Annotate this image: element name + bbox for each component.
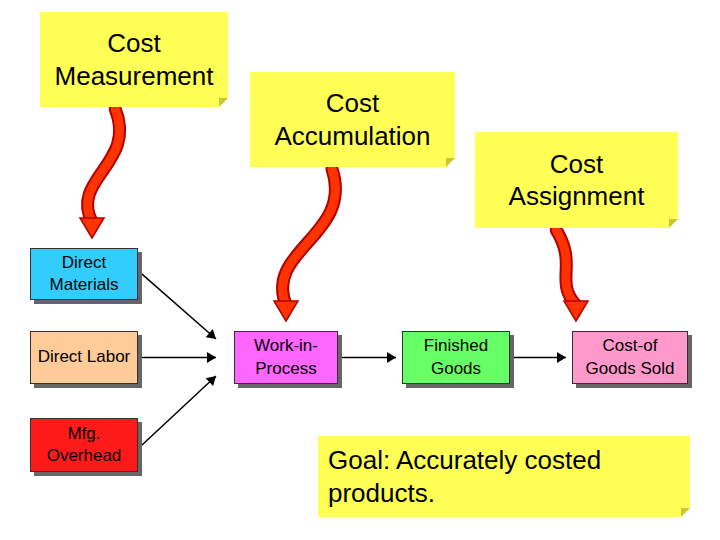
connector: [514, 352, 566, 363]
flow-line: [142, 376, 216, 445]
inventory-box: Work-in-Process: [234, 331, 338, 384]
node-label: Mfg. Overhead: [36, 423, 132, 467]
arrow-head: [387, 352, 396, 363]
swoosh-outline: [88, 109, 120, 222]
node-label: Direct Labor: [38, 346, 131, 368]
swoosh-body: [556, 230, 576, 305]
node-label: Work-in-Process: [240, 335, 332, 379]
text-group: Cost Assignment: [489, 148, 664, 213]
node-label: Direct Materials: [36, 252, 132, 296]
connector: [274, 169, 335, 321]
stage-note: Cost Assignment: [475, 132, 678, 228]
arrow-head: [80, 218, 104, 238]
connector: [142, 376, 216, 445]
node-label: Goal: Accurately costed products.: [328, 444, 680, 509]
connector: [342, 352, 396, 363]
text-group: Finished Goods: [408, 335, 504, 379]
stage-note: Cost Measurement: [40, 12, 228, 107]
swoosh-body: [283, 169, 336, 305]
text-group: Direct Labor: [38, 346, 131, 368]
expense-box: Cost-of Goods Sold: [572, 331, 688, 384]
node-label: Cost Assignment: [489, 148, 664, 213]
flow-line: [142, 274, 216, 339]
text-group: Cost-of Goods Sold: [578, 335, 682, 379]
arrow-head: [274, 301, 298, 321]
goal-note: Goal: Accurately costed products.: [318, 436, 690, 517]
flow-line: [142, 357, 216, 359]
connector: [142, 274, 216, 339]
cost-box: Direct Labor: [30, 331, 138, 384]
cost-box: Direct Materials: [30, 248, 138, 300]
arrow-head: [564, 301, 588, 321]
text-group: Work-in-Process: [240, 335, 332, 379]
arrow-head: [206, 376, 216, 386]
node-label: Cost-of Goods Sold: [578, 335, 682, 379]
text-group: Goal: Accurately costed products.: [328, 444, 680, 509]
arrow-head: [557, 352, 566, 363]
swoosh-body: [88, 109, 120, 222]
text-group: Cost Measurement: [54, 27, 214, 92]
connector: [556, 230, 588, 321]
arrow-head: [206, 329, 216, 339]
connector: [80, 109, 120, 238]
inventory-box: Finished Goods: [402, 331, 510, 384]
node-label: Finished Goods: [408, 335, 504, 379]
text-group: Direct Materials: [36, 252, 132, 296]
text-group: Mfg. Overhead: [36, 423, 132, 467]
cost-box: Mfg. Overhead: [30, 418, 138, 472]
connector: [142, 352, 216, 363]
arrow-head: [207, 352, 216, 363]
node-label: Cost Accumulation: [264, 87, 441, 152]
swoosh-outline: [283, 169, 336, 305]
text-group: Cost Accumulation: [264, 87, 441, 152]
stage-note: Cost Accumulation: [250, 72, 455, 167]
swoosh-outline: [556, 230, 576, 305]
node-label: Cost Measurement: [54, 27, 214, 92]
